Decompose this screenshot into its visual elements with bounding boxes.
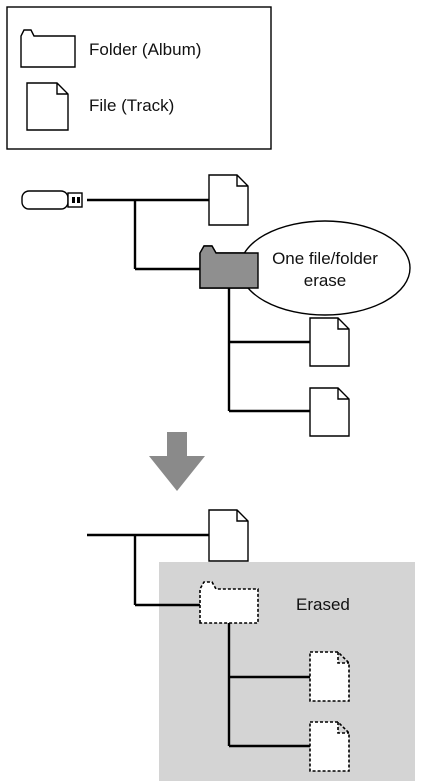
file-icon	[309, 317, 350, 367]
erased-file-icon	[309, 651, 350, 702]
tree-lines-after	[87, 533, 310, 748]
down-arrow-icon	[149, 432, 205, 491]
legend-folder-icon	[20, 29, 76, 68]
file-icon	[208, 509, 249, 562]
callout-text-line2: erase	[303, 271, 347, 290]
erased-label: Erased	[296, 595, 350, 614]
callout-text-line1: One file/folder	[272, 249, 378, 268]
erased-file-icon	[309, 721, 350, 772]
tree-lines-before	[87, 198, 310, 413]
legend-file-label: File (Track)	[89, 96, 175, 115]
erased-folder-icon	[199, 581, 259, 624]
usb-memory-icon	[21, 190, 69, 210]
legend-file-icon	[26, 82, 69, 131]
file-icon	[309, 387, 350, 437]
erased-area	[159, 562, 415, 781]
legend-folder-label: Folder (Album)	[89, 40, 202, 59]
file-icon	[208, 174, 249, 226]
